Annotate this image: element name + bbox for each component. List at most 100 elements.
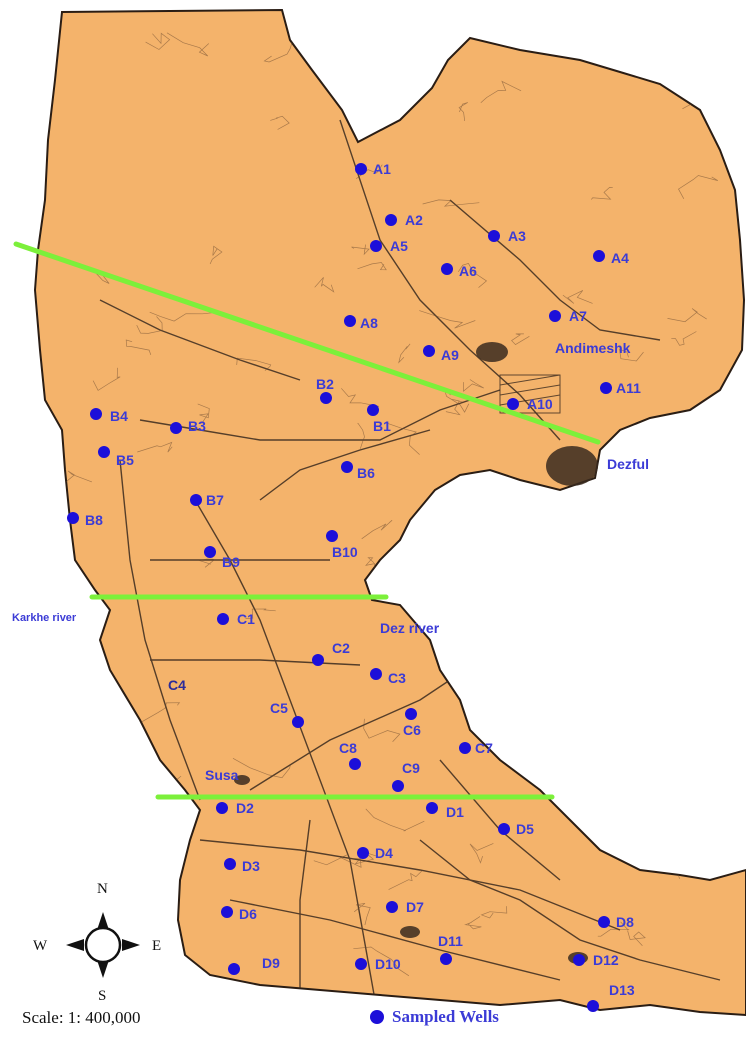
terrain-line	[232, 757, 291, 779]
well-marker-d6	[221, 906, 233, 918]
well-label-c6: C6	[403, 722, 421, 738]
terrain-line	[419, 310, 476, 329]
compass-letter-n: N	[97, 881, 108, 897]
place-label-susa: Susa	[205, 767, 239, 783]
well-label-a2: A2	[405, 212, 423, 228]
well-marker-a9	[423, 345, 435, 357]
well-label-c5: C5	[270, 700, 288, 716]
well-marker-b10	[326, 530, 338, 542]
well-label-b3: B3	[188, 418, 206, 434]
well-marker-b1	[367, 404, 379, 416]
urban-areas	[234, 342, 598, 964]
road-line	[229, 899, 561, 981]
river-label-karkhe: Karkhe river	[12, 612, 77, 624]
terrain-line	[136, 316, 163, 334]
well-label-d8: D8	[616, 914, 634, 930]
terrain-line	[353, 946, 410, 977]
terrain-line	[263, 39, 294, 63]
well-label-c2: C2	[332, 640, 350, 656]
well-label-a9: A9	[441, 347, 459, 363]
terrain-line	[365, 54, 382, 80]
road-line	[299, 819, 311, 990]
well-marker-c6	[405, 708, 417, 720]
well-marker-b9	[204, 546, 216, 558]
terrain-line	[480, 906, 508, 919]
compass-arrow-north	[97, 912, 109, 930]
well-marker-c1	[217, 613, 229, 625]
runway-line	[499, 374, 561, 386]
well-marker-a4	[593, 250, 605, 262]
well-label-d7: D7	[406, 899, 424, 915]
terrain-line	[597, 921, 630, 937]
well-marker-d4	[357, 847, 369, 859]
terrain-line	[386, 422, 420, 455]
road-line	[139, 389, 501, 441]
road-line	[119, 459, 201, 801]
well-label-a11: A11	[616, 380, 641, 396]
well-label-c3: C3	[388, 670, 406, 686]
well-marker-d1	[426, 802, 438, 814]
terrain-line	[627, 930, 646, 946]
terrain-line	[313, 854, 362, 868]
terrain-line	[678, 780, 736, 790]
legend-label: Sampled Wells	[392, 1007, 499, 1026]
terrain-line	[495, 707, 521, 717]
well-marker-a10	[507, 398, 519, 410]
terrain-line	[422, 199, 480, 207]
road-network	[99, 119, 721, 1001]
place-label-andimeshk: Andimeshk	[555, 340, 631, 356]
well-marker-c5	[292, 716, 304, 728]
road-line	[99, 299, 301, 381]
well-marker-a8	[344, 315, 356, 327]
well-label-a10: A10	[527, 396, 553, 412]
terrain-line	[667, 308, 707, 323]
compass-letter-e: E	[152, 938, 161, 954]
study-area-land	[33, 8, 746, 1017]
well-marker-d9	[228, 963, 240, 975]
terrain-line	[445, 398, 464, 416]
well-marker-d10	[355, 958, 367, 970]
terrain-line	[365, 557, 376, 570]
well-marker-a6	[441, 263, 453, 275]
well-marker-a5	[370, 240, 382, 252]
boundary-line-ab	[13, 241, 601, 445]
well-marker-b3	[170, 422, 182, 434]
well-marker-d8	[598, 916, 610, 928]
terrain-line	[511, 333, 530, 346]
zone-boundaries	[13, 241, 601, 800]
road-line	[339, 119, 561, 441]
well-marker-a2	[385, 214, 397, 226]
terrain-line	[198, 558, 216, 568]
terrain-line	[361, 520, 393, 540]
well-label-c7: C7	[475, 740, 493, 756]
well-label-b8: B8	[85, 512, 103, 528]
terrain-line	[660, 516, 675, 534]
well-marker-a3	[488, 230, 500, 242]
well-label-c1: C1	[237, 611, 255, 627]
well-label-c8: C8	[339, 740, 357, 756]
well-label-b1: B1	[373, 418, 391, 434]
terrain-line	[141, 702, 181, 723]
terrain-line	[493, 629, 520, 643]
well-label-b7: B7	[206, 492, 224, 508]
terrain-line	[678, 175, 718, 199]
terrain-line	[562, 290, 593, 304]
terrain-line	[619, 348, 644, 362]
well-label-d4: D4	[375, 845, 393, 861]
well-marker-d5	[498, 823, 510, 835]
town-urban-2	[400, 926, 420, 938]
road-line	[150, 659, 361, 666]
well-label-a5: A5	[390, 238, 408, 254]
andimeshk-urban	[476, 342, 508, 362]
well-marker-b4	[90, 408, 102, 420]
terrain-line	[137, 441, 173, 453]
compass-letter-w: W	[33, 938, 48, 954]
road-line	[259, 429, 431, 501]
terrain-line	[145, 32, 171, 50]
well-marker-b2	[320, 392, 332, 404]
well-marker-b7	[190, 494, 202, 506]
well-label-a4: A4	[611, 250, 629, 266]
river-label-dez: Dez river	[380, 620, 440, 636]
sampled-wells: A1A2A3A4A5A6A7A8A9A10A11B1B2B3B4B5B6B7B8…	[67, 161, 641, 1012]
well-marker-b8	[67, 512, 79, 524]
